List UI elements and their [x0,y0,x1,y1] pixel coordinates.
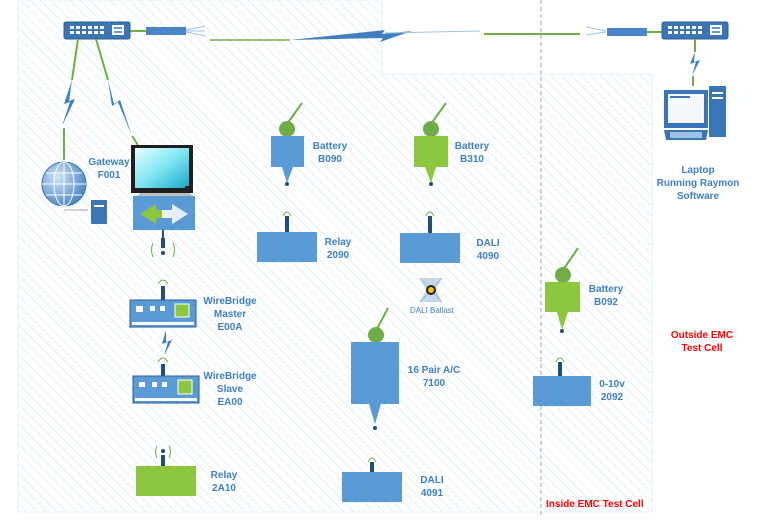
wirebridge-master-device [129,279,197,328]
io-2092-device [533,357,591,406]
wirebridge-slave-device [132,357,200,404]
globe-icon [41,161,107,224]
lightning-bolt-icon [290,30,412,42]
battery-b092-device [545,247,580,333]
lightning-bolt-icon [162,330,172,356]
network-switch-icon [661,21,729,40]
network-switch-icon [63,21,131,40]
inside-cell-label: Inside EMC Test Cell [546,499,644,510]
dali-4090-device [400,211,460,263]
switch-links [62,38,139,160]
lightning-bolt-icon [690,52,700,76]
dali-4091-device [342,457,402,502]
dali-ballast-label: DALI Ballast [410,306,455,315]
light-bulb-icon [419,277,443,303]
ac-7100-device [351,307,399,430]
relay-2a10-device [136,445,196,496]
relay-2090-device [257,211,317,262]
laptop-link [690,39,700,86]
lightning-bolt-icon [62,80,75,126]
battery-b090-device [271,102,304,186]
laptop-computer-icon [664,86,726,140]
network-link [130,25,662,42]
battery-b310-device [414,102,448,186]
desktop-computer-icon [131,145,195,238]
wireless-signal-icon [151,238,175,258]
